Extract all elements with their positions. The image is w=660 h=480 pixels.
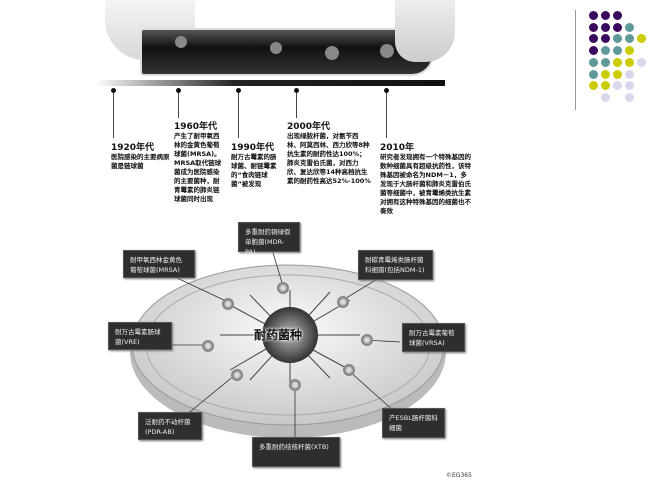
label-mdr-pa: 多重耐药铜绿假单胞菌(MDR-PA) [238,222,300,256]
center-label: 耐药菌种 [254,328,303,342]
timeline-text: 耐万古霉素的肠球菌、耐链霉素的“食肉链球菌”被发现 [231,153,277,188]
decorative-dot [613,81,622,91]
decorative-dot [589,57,598,67]
decorative-dot [601,46,610,56]
decorative-dot [625,81,634,91]
decorative-dot [625,34,634,44]
decorative-dot [589,69,598,79]
decorative-dot [613,46,622,56]
decorative-dot [589,22,598,32]
timeline-text: 研究者发现拥有一个特殊基因的数种细菌具有超级抗药性，该特殊基因被命名为NDM－1… [380,153,471,215]
bacteria-colony [231,369,243,381]
label-esbl: 产ESBL肠杆菌科细菌 [382,408,445,438]
decorative-dot [601,81,610,91]
slide-divider-line [575,10,576,110]
decorative-dot [601,57,610,67]
decorative-dot [637,57,646,67]
decorative-dot [589,81,598,91]
image-credit: ©EG365 [446,472,472,479]
bacteria-colony [222,298,234,310]
timeline-bar [95,80,445,86]
timeline-text: 产生了耐甲氧西林的金黄色葡萄球菌(MRSA)。MRSA取代链球菌成为医院感染的主… [174,132,222,203]
decorative-dot [637,34,646,44]
bacteria-colony [277,282,289,294]
timeline-marker [294,88,299,118]
decorative-dot [589,11,598,20]
decorative-dot [601,69,610,79]
timeline-text: 出现绿脓杆菌，对氨苄西林、阿莫西林、西力欣等8种抗生素的耐药性达100%；肺炎克… [287,132,371,185]
timeline-text: 医院感染的主要病原菌是链球菌 [111,153,170,170]
label-xtb: 多重耐药结核杆菌(XTB) [252,437,340,467]
timeline-marker [111,88,116,138]
label-pdr-ab: 泛耐药不动杆菌(PDR-AB) [138,412,202,440]
bacteria-colony [337,296,349,308]
decorative-dot [613,22,622,32]
decorative-dot [613,69,622,79]
decorative-dot [613,11,622,20]
timeline-year: 1960年代 [174,122,218,132]
bacteria-colony [202,340,214,352]
bacteria-colony [361,334,373,346]
timeline-year: 2010年 [380,143,415,153]
decorative-dot [601,22,610,32]
label-mrsa: 耐甲氧西林金黄色葡萄球菌(MRSA) [123,250,195,278]
bacteria-colony [289,379,301,391]
timeline-year: 2000年代 [287,122,331,132]
label-ndm1: 耐碳青霉烯类肠杆菌科细菌(包括NDM-1) [358,250,433,280]
label-vre: 耐万古霉素肠球菌(VRE) [108,322,172,350]
decorative-dot [601,11,610,20]
decorative-dot [601,34,610,44]
decorative-dot [625,57,634,67]
decorative-dot [589,46,598,56]
timeline-year: 1920年代 [111,143,155,153]
decorative-dot [625,69,634,79]
bacteria-colony [343,364,355,376]
decorative-dot [589,34,598,44]
timeline-year: 1990年代 [231,143,275,153]
timeline-marker [236,88,241,138]
decorative-dot [601,92,610,102]
decorative-dot [613,57,622,67]
decorative-dot [625,92,634,102]
timeline-marker [384,88,389,138]
decorative-dot [625,46,634,56]
decorative-dot [613,34,622,44]
timeline-marker [176,88,181,118]
label-vrsa: 耐万古霉素葡萄球菌(VRSA) [402,323,465,352]
decorative-dot [625,22,634,32]
